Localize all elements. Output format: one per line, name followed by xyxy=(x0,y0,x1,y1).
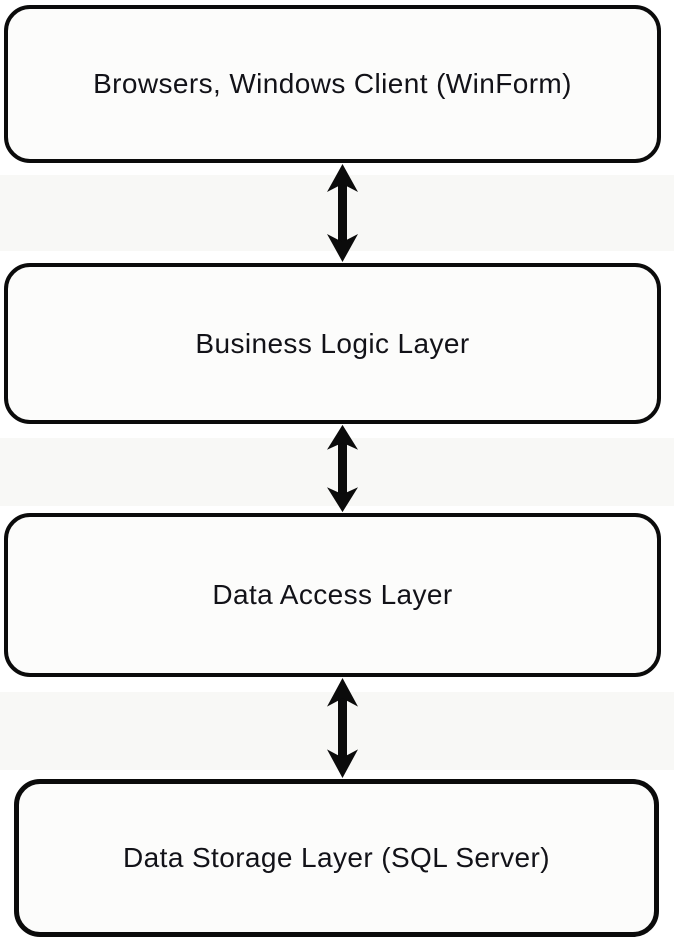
layer-box-data-storage: Data Storage Layer (SQL Server) xyxy=(14,779,659,937)
layer-box-presentation: Browsers, Windows Client (WinForm) xyxy=(4,5,661,163)
background-band xyxy=(0,175,674,251)
double-arrow-icon xyxy=(320,424,365,513)
layer-label-presentation: Browsers, Windows Client (WinForm) xyxy=(93,68,572,99)
layer-box-business: Business Logic Layer xyxy=(4,263,661,424)
layer-label-data-access: Data Access Layer xyxy=(212,579,453,610)
layer-box-data-access: Data Access Layer xyxy=(4,513,661,677)
layer-label-business: Business Logic Layer xyxy=(195,327,470,359)
double-arrow-icon xyxy=(320,677,365,779)
layer-label-data-storage: Data Storage Layer (SQL Server) xyxy=(123,842,550,873)
double-arrow-icon xyxy=(320,163,365,263)
